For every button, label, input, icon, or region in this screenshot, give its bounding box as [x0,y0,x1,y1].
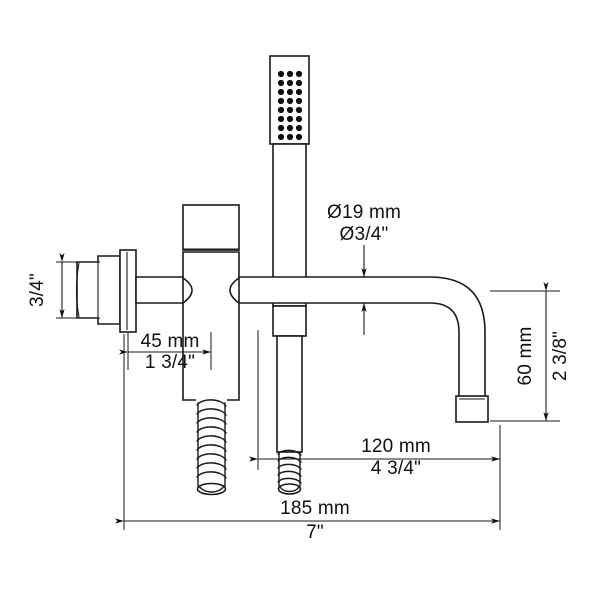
handshower-head [269,55,310,145]
dimension-pipe-diameter: Ø19 mm Ø3/4" [327,202,401,335]
dimension-spout-drop: 60 mm 2 3/8" [490,282,571,422]
spray-hole-grid [277,70,303,141]
dim-label-pipe-diameter-in: Ø3/4" [340,224,389,245]
dim-label-valve-offset-mm: 45 mm [140,331,199,352]
inlet-nipple [75,255,121,325]
wall-escutcheon [119,249,137,333]
valve-body [182,251,240,401]
dim-label-spout-reach-in: 4 3/4" [371,458,421,479]
valve-hose [196,398,227,496]
dimension-overall-length: 185 mm 7" [115,334,501,543]
dimension-valve-offset: 45 mm 1 3/4" [119,331,212,373]
valve-handle [182,204,240,251]
dimension-inlet-height: 3/4" [27,253,100,319]
dim-label-spout-reach-mm: 120 mm [361,436,431,457]
spout-arm [135,276,489,423]
dim-label-overall-length-in: 7" [306,522,324,543]
dim-label-valve-offset-in: 1 3/4" [145,352,195,373]
dim-label-overall-length-mm: 185 mm [280,498,350,519]
dim-label-inlet-height-in: 3/4" [27,273,48,307]
dim-label-pipe-diameter-mm: Ø19 mm [327,202,401,223]
dim-label-spout-drop-mm: 60 mm [515,326,536,385]
dim-label-spout-drop-in: 2 3/8" [550,331,571,381]
dimension-spout-reach: 120 mm 4 3/4" [249,330,501,479]
